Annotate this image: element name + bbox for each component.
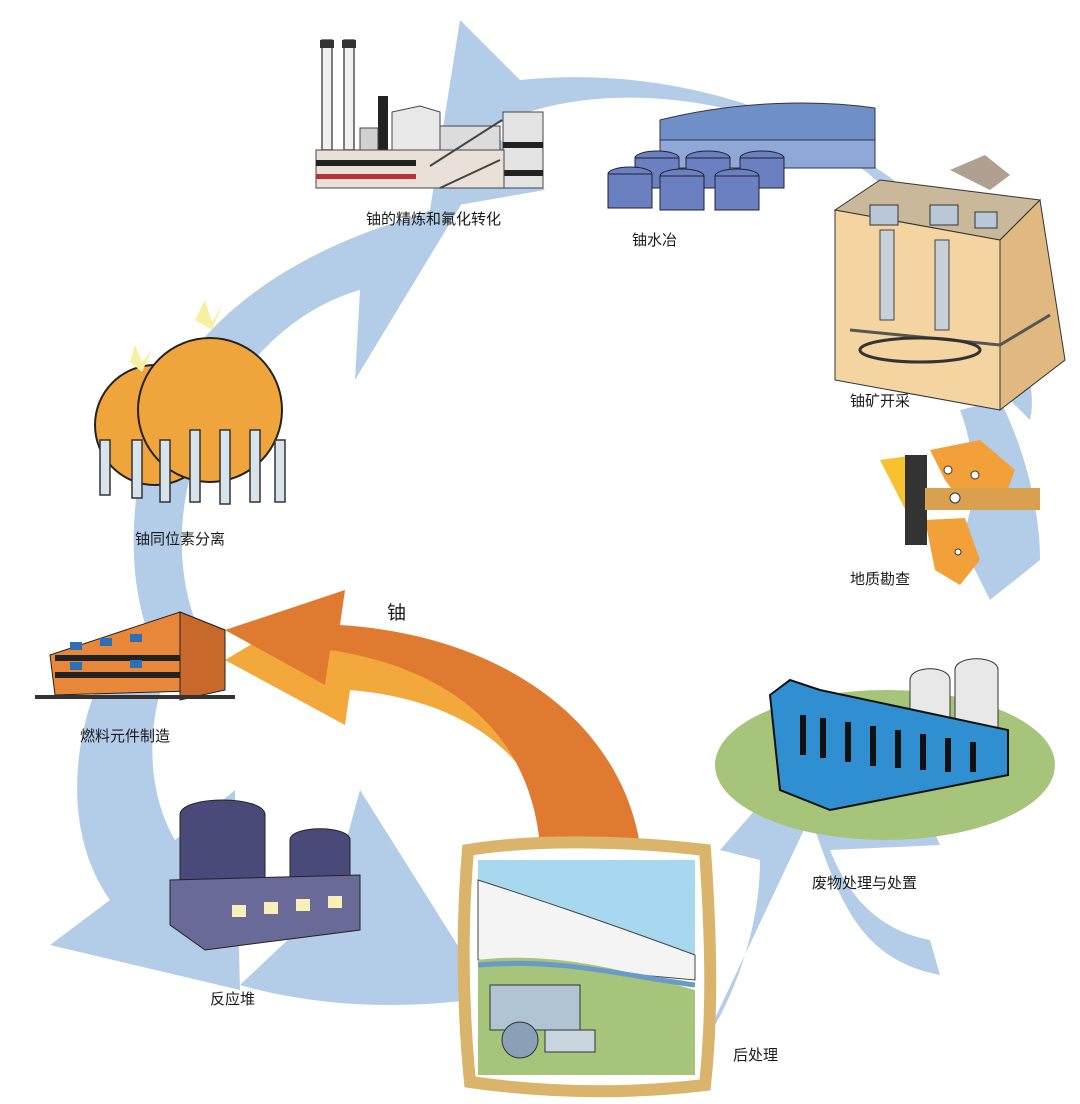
geology-icon xyxy=(880,440,1040,585)
label-enrichment: 铀同位素分离 xyxy=(135,530,226,548)
label-mining: 铀矿开采 xyxy=(850,392,911,410)
label-waste: 废物处理与处置 xyxy=(812,874,918,892)
label-reactor: 反应堆 xyxy=(210,990,256,1008)
mine-icon xyxy=(833,155,1066,412)
cycle-arrow-top xyxy=(430,20,1032,420)
fuel-factory-icon xyxy=(35,611,235,701)
uranium-recycle-arrows xyxy=(225,590,640,845)
waste-facility-icon xyxy=(715,658,1055,840)
label-refining: 铀的精炼和氟化转化 xyxy=(366,210,502,228)
label-reprocessing: 后处理 xyxy=(733,1046,779,1064)
recycle-arrow-dark xyxy=(225,590,640,845)
reprocessing-plant-icon xyxy=(457,836,717,1098)
cycle-arrow-left-upper xyxy=(133,190,471,640)
label-fuel-fabrication: 燃料元件制造 xyxy=(80,727,171,745)
tanks-icon xyxy=(607,102,876,211)
label-uranium-arrow: 铀 xyxy=(387,602,407,624)
refinery-icon xyxy=(315,39,544,189)
enrichment-spheres-icon xyxy=(94,300,286,505)
reactor-icon xyxy=(169,799,361,951)
label-hydrometallurgy: 铀水冶 xyxy=(632,231,678,249)
label-exploration: 地质勘查 xyxy=(850,570,911,588)
